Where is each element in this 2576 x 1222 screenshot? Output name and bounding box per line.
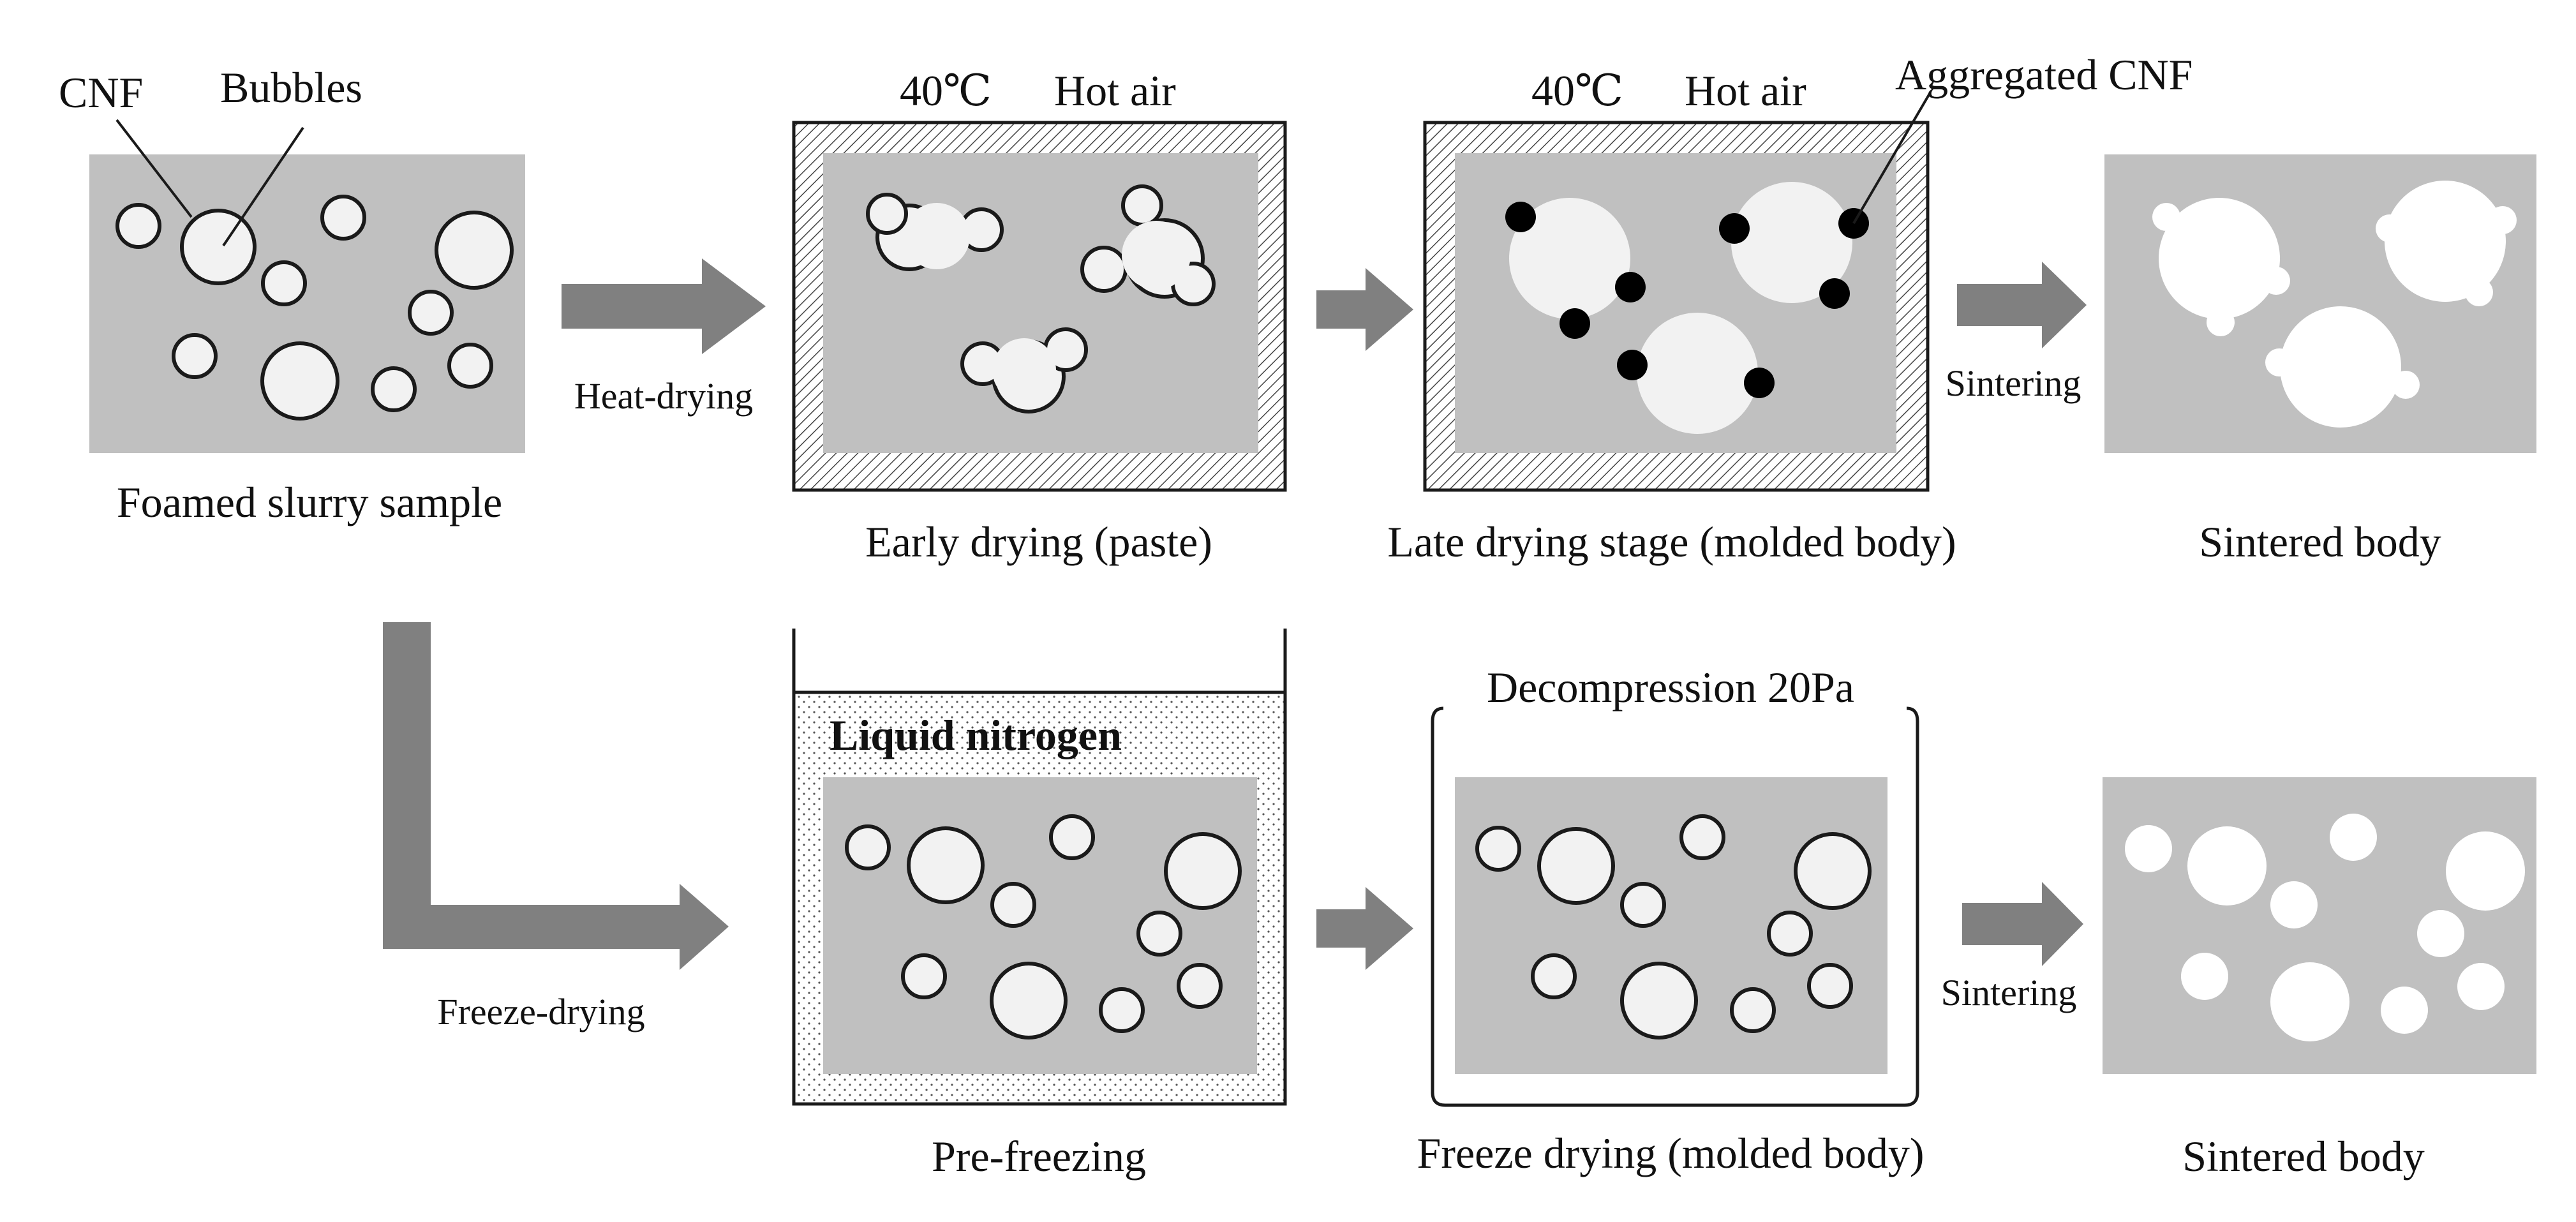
- early-temp-label: 40℃: [900, 66, 992, 115]
- freeze-dried-bubbles: [1475, 814, 1872, 1039]
- freeze-drying-title: Freeze drying (molded body): [1417, 1129, 1925, 1177]
- sintered-body-panel-heat: [2104, 154, 2536, 453]
- sintering-label-freeze: Sintering: [1941, 972, 2077, 1013]
- late-drying-panel: [1423, 91, 1932, 492]
- freeze-drying-panel: [1431, 706, 1919, 1107]
- liquid-nitrogen-label: Liquid nitrogen: [830, 711, 1122, 759]
- liquid-nitrogen-container: [792, 629, 1287, 1106]
- foamed-slurry-title: Foamed slurry sample: [117, 478, 502, 526]
- frozen-bubbles: [845, 814, 1242, 1039]
- prefreezing-panel: [792, 629, 1287, 1106]
- sintered-body-title-heat: Sintered body: [2199, 518, 2441, 566]
- freeze-drying-arrow: [383, 622, 729, 970]
- prefreeze-to-freeze-arrow: [1316, 887, 1413, 970]
- early-drying-title: Early drying (paste): [865, 518, 1212, 566]
- sintering-label-heat: Sintering: [1946, 362, 2081, 404]
- cnf-leader-line: [115, 119, 193, 218]
- bubbles-leader-line: [222, 126, 304, 247]
- late-drying-title: Late drying stage (molded body): [1387, 518, 1956, 566]
- aggregated-cnf-leader-line: [1852, 91, 1932, 225]
- sintered-pores-heat: [2152, 181, 2517, 428]
- decompression-bracket: [1431, 706, 1919, 1107]
- prefreezing-title: Pre-freezing: [932, 1132, 1146, 1181]
- decompression-label: Decompression 20Pa: [1487, 663, 1854, 712]
- bubble-group: [115, 195, 514, 421]
- sintering-arrow-heat: [1957, 262, 2087, 348]
- early-hot-air-label: Hot air: [1054, 66, 1176, 115]
- sintering-arrow-freeze: [1962, 882, 2083, 966]
- late-temp-label: 40℃: [1531, 66, 1623, 115]
- sintered-body-title-freeze: Sintered body: [2182, 1132, 2425, 1181]
- cnf-label: CNF: [59, 68, 143, 117]
- heat-drying-label: Heat-drying: [574, 375, 753, 417]
- bubbles-label: Bubbles: [220, 63, 362, 112]
- sintered-pores-freeze: [2125, 814, 2525, 1041]
- freeze-drying-label: Freeze-drying: [437, 991, 644, 1032]
- foamed-slurry-panel: [89, 119, 525, 453]
- merged-bubble-group: [866, 184, 1216, 414]
- heat-drying-arrow: [562, 258, 766, 354]
- aggregated-cnf-label: Aggregated CNF: [1895, 50, 2193, 99]
- sintered-body-panel-freeze: [2103, 777, 2536, 1074]
- early-to-late-arrow: [1316, 268, 1413, 351]
- early-drying-panel: [792, 121, 1287, 492]
- late-hot-air-label: Hot air: [1685, 66, 1806, 115]
